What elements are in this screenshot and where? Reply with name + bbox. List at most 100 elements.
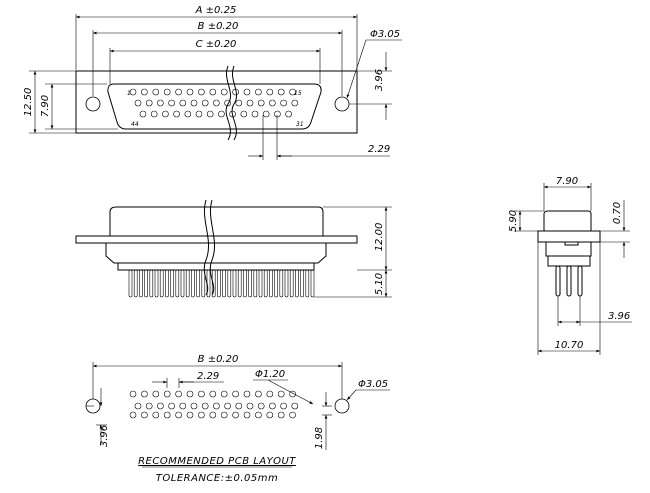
pcb-dim-229-label: 2.29 — [197, 371, 219, 382]
dim-b-label: B ±0.20 — [198, 21, 239, 32]
top-pin-field — [129, 88, 299, 118]
top-pin — [218, 110, 225, 118]
pcb-hole — [213, 402, 220, 410]
front-pin — [295, 269, 299, 298]
top-pin — [141, 88, 148, 96]
top-dim-1250-label: 12.50 — [23, 88, 34, 117]
pin-label-first-bottom: 44 — [131, 121, 139, 128]
pcb-dim-b-label: B ±0.20 — [198, 354, 239, 365]
front-pin — [185, 269, 190, 298]
pcb-hole — [220, 411, 228, 419]
front-pin — [144, 269, 148, 298]
top-pin — [277, 88, 285, 96]
pcb-hole-diameter-label: Φ3.05 — [358, 379, 388, 390]
pcb-view: B ±0.20 2.29 Φ1.20 Φ3.05 3.96 1.98 RECOM… — [85, 354, 390, 484]
front-pin — [154, 269, 159, 298]
top-pin — [289, 88, 296, 96]
pcb-dim-198-label: 1.98 — [314, 427, 325, 449]
top-dim-396-label: 3.96 — [374, 69, 385, 91]
top-pin — [134, 99, 142, 107]
front-pin — [258, 269, 263, 298]
top-pin — [285, 110, 292, 118]
top-pin — [162, 110, 169, 118]
front-pin — [165, 269, 169, 298]
top-pin — [129, 88, 137, 96]
pcb-hole — [198, 390, 205, 398]
side-flange — [537, 230, 601, 243]
top-pin — [266, 88, 274, 96]
front-pin — [284, 269, 289, 298]
top-pin — [173, 110, 180, 118]
front-pin — [279, 269, 284, 298]
top-pin — [175, 88, 182, 96]
front-base — [117, 262, 315, 271]
pcb-hole — [163, 411, 171, 419]
top-pin — [235, 99, 243, 107]
pcb-hole — [220, 390, 228, 398]
front-pin — [263, 269, 268, 298]
top-pin — [190, 99, 198, 107]
front-pin — [227, 269, 232, 298]
dim-c-label: C ±0.20 — [196, 39, 237, 50]
top-pin — [291, 99, 299, 107]
front-pin — [253, 269, 258, 298]
pcb-hole — [277, 411, 285, 419]
top-break-line-a — [225, 65, 232, 141]
front-dim-510-label: 5.10 — [374, 273, 385, 295]
pcb-hole — [255, 411, 262, 419]
pcb-hole — [255, 390, 262, 398]
front-pin — [222, 269, 226, 298]
pcb-hole — [129, 390, 137, 398]
top-pin — [179, 99, 187, 107]
front-pin — [175, 269, 180, 298]
top-pin — [163, 88, 171, 96]
pcb-tolerance-note: TOLERANCE:±0.05mm — [156, 473, 278, 484]
pcb-hole — [198, 411, 205, 419]
front-pin — [237, 269, 242, 298]
front-pin — [211, 269, 216, 298]
top-flange — [75, 70, 358, 134]
top-break-line-b — [231, 65, 238, 141]
side-dim-590-label: 5.90 — [508, 210, 519, 232]
front-body — [109, 206, 324, 237]
front-pin — [243, 269, 247, 298]
dim-a-label: A ±0.25 — [195, 5, 237, 16]
pcb-hole — [243, 411, 251, 419]
front-pin — [232, 269, 237, 298]
top-pin — [213, 99, 220, 107]
pcb-hole — [179, 402, 187, 410]
front-pin — [159, 269, 164, 298]
top-pin — [251, 110, 259, 118]
front-pin — [180, 269, 185, 298]
top-pin — [139, 110, 147, 118]
pcb-layout-title: RECOMMENDED PCB LAYOUT — [138, 456, 296, 467]
top-pin — [255, 88, 262, 96]
top-pin — [220, 88, 228, 96]
top-pin — [257, 99, 265, 107]
top-pin — [206, 110, 214, 118]
front-view: 12.00 5.10 — [75, 199, 392, 298]
side-pin — [555, 265, 561, 297]
pcb-hole — [175, 390, 182, 398]
top-mount-hole-right — [334, 96, 350, 112]
pcb-hole — [266, 411, 274, 419]
front-pin — [248, 269, 252, 298]
pcb-hole — [224, 402, 231, 410]
front-pin — [139, 269, 143, 298]
front-pin — [269, 269, 273, 298]
pcb-hole — [201, 402, 209, 410]
front-pin — [305, 269, 310, 298]
top-mount-hole-left — [85, 96, 101, 112]
pcb-hole — [175, 411, 182, 419]
front-pin — [206, 269, 211, 298]
pcb-mount-hole-right — [334, 398, 350, 414]
top-dim-229-label: 2.29 — [368, 144, 390, 155]
pcb-hole-field — [129, 390, 299, 419]
front-pin — [289, 269, 294, 298]
top-pin — [243, 88, 251, 96]
pcb-hole — [289, 411, 296, 419]
top-pin — [246, 99, 254, 107]
pcb-hole — [235, 402, 243, 410]
front-dim-1200-label: 12.00 — [374, 223, 385, 252]
